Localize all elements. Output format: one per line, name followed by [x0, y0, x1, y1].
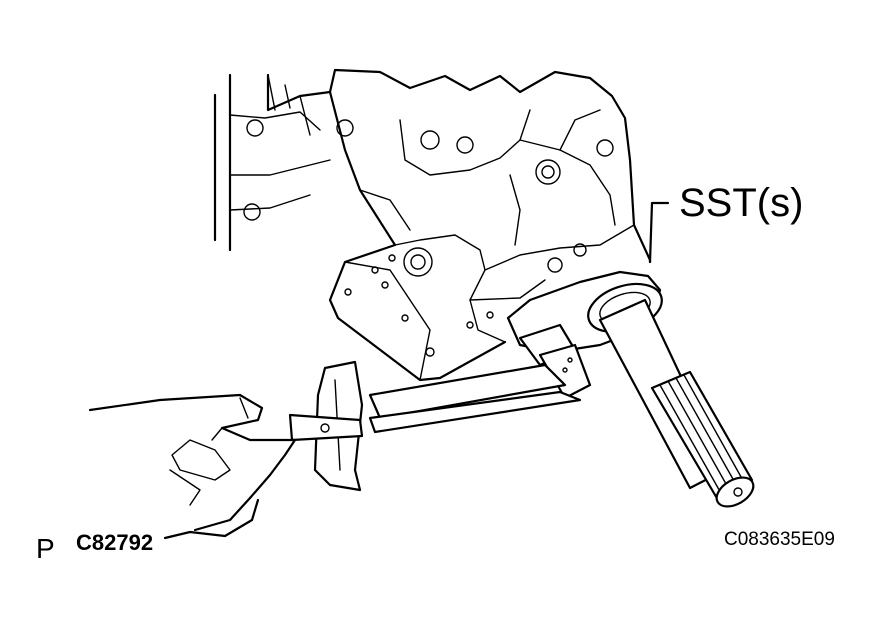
hand	[88, 393, 297, 532]
figure-code-label: C083635E09	[724, 529, 835, 550]
part-code-leader-line	[163, 498, 260, 540]
sst-leader-line	[648, 201, 670, 264]
part-code-label: C82792	[76, 530, 154, 555]
transmission-case	[213, 68, 652, 382]
sst-label: SST(s)	[679, 181, 804, 225]
torque-wrench	[288, 323, 592, 492]
letter-p-label: P	[36, 533, 55, 564]
